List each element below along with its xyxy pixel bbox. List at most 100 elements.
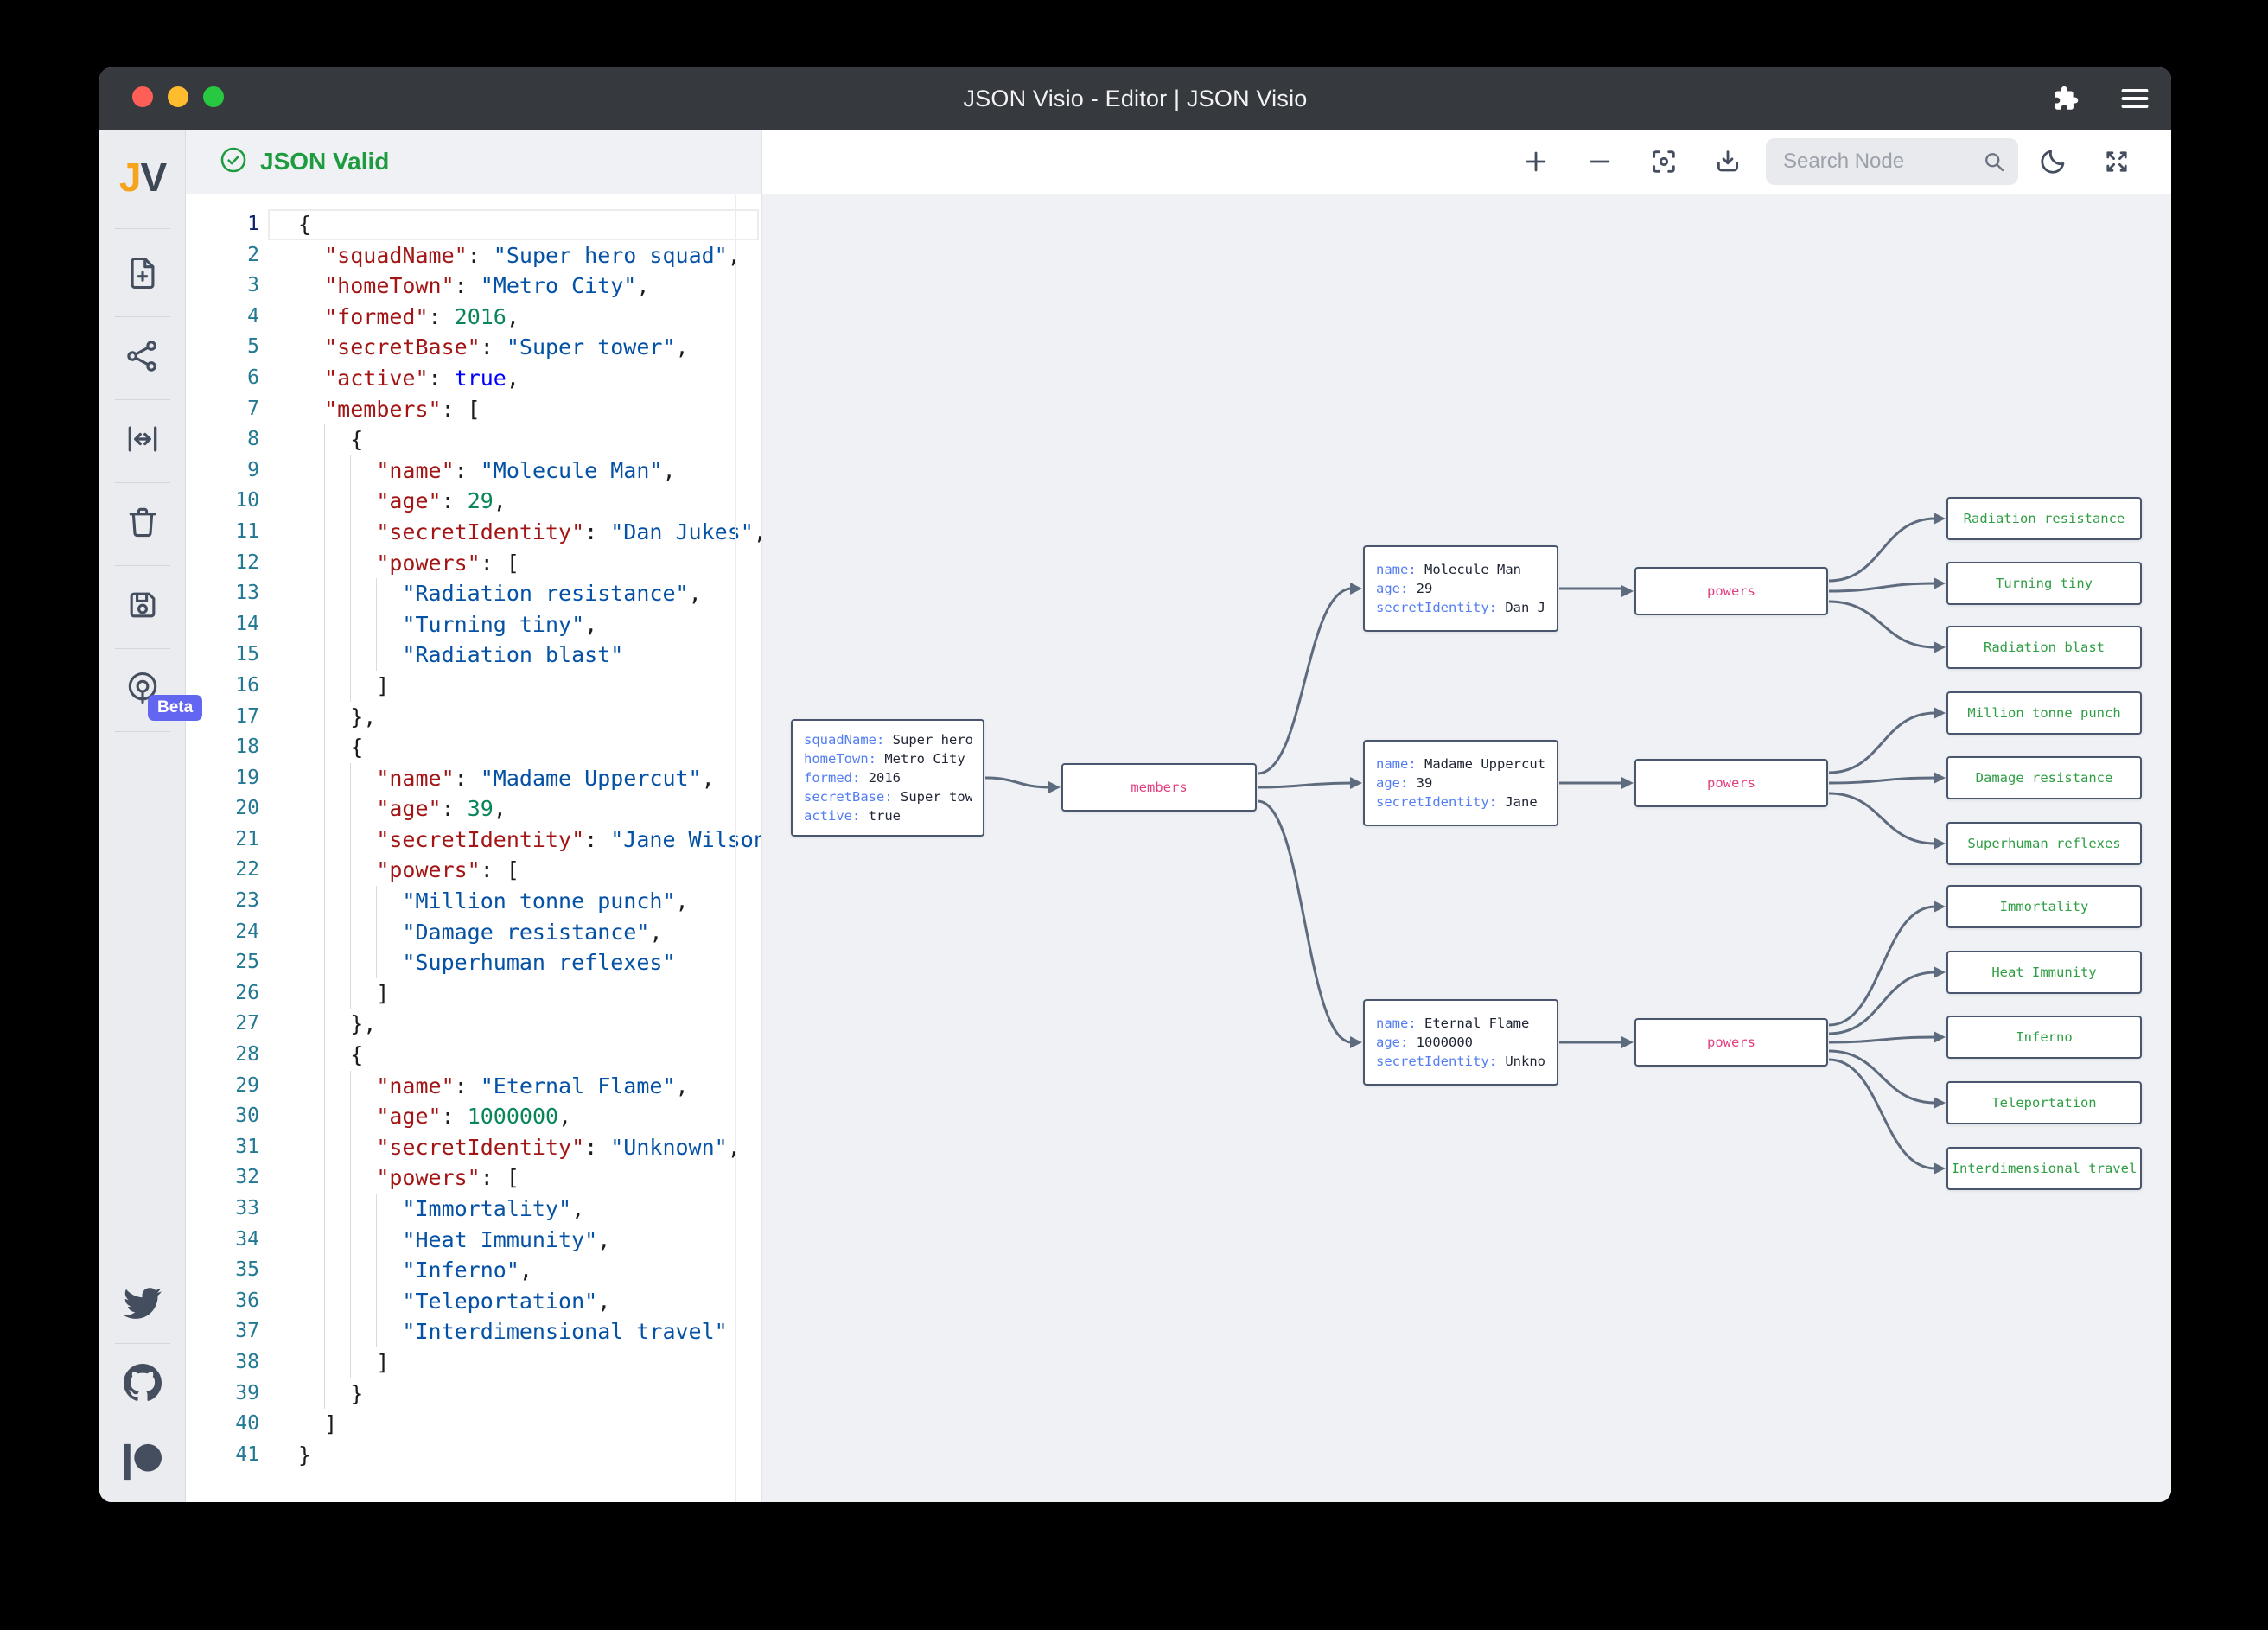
graph-node-million-tonne-punch[interactable]: Million tonne punch [1946,691,2142,735]
edge-arrowhead [1048,781,1061,793]
editor-header: JSON Valid [186,130,761,194]
search-input[interactable] [1766,138,2018,185]
new-document-button[interactable] [122,254,163,296]
edge-arrowhead [1350,583,1362,595]
node-value: Jane … [1505,794,1545,810]
patreon-icon [124,1443,162,1481]
editor-line: 8 { [186,424,761,455]
node-key: secretIdentity: [1376,794,1497,810]
line-number: 12 [235,551,259,574]
node-value: 1000000 [1416,1035,1473,1050]
line-number: 26 [235,981,259,1004]
indent-guide [350,1347,352,1378]
graph-node-superhuman-reflexes[interactable]: Superhuman reflexes [1946,822,2142,865]
zoom-in-button[interactable] [1520,146,1551,177]
indent-guide [324,1378,326,1410]
minimize-button[interactable] [168,86,188,107]
graph-node-powers-2[interactable]: powers [1634,759,1828,807]
graph-node-teleportation[interactable]: Teleportation [1946,1081,2142,1124]
edge-arrowhead [1934,1031,1946,1043]
graph-canvas[interactable]: squadName: Super hero…homeTown: Metro Ci… [762,195,2171,1502]
node-label: Teleportation [1991,1095,2097,1111]
editor-line: 18 { [186,732,761,763]
editor-line: 1{ [186,209,761,240]
indent-guide [324,640,326,671]
graph-edge [1828,1049,1936,1105]
indent-guide [324,670,326,702]
download-button[interactable] [1712,146,1743,177]
editor-line: 12 "powers": [ [186,547,761,579]
center-view-button[interactable] [1648,146,1679,177]
graph-node-radiation-blast[interactable]: Radiation blast [1946,626,2142,669]
edge-arrowhead [1934,1162,1946,1175]
dark-mode-button[interactable] [2037,146,2068,177]
json-editor-panel[interactable]: JSON Valid 1{2 "squadName": "Super hero … [186,130,762,1502]
close-button[interactable] [132,86,153,107]
node-label: Turning tiny [1996,576,2093,591]
line-number: 7 [247,397,259,420]
file-plus-icon [124,254,162,296]
node-value: 2016 [868,770,901,786]
editor-line: 32 "powers": [ [186,1162,761,1194]
graph-node-powers-3[interactable]: powers [1634,1018,1828,1067]
indent-guide [324,516,326,548]
code-area[interactable]: 1{2 "squadName": "Super hero squad",3 "h… [186,195,761,1502]
indent-guide [376,947,378,978]
graph-node-root[interactable]: squadName: Super hero…homeTown: Metro Ci… [791,719,984,837]
save-button[interactable] [122,586,163,627]
graph-node-members[interactable]: members [1061,763,1257,812]
graph-node-turning-tiny[interactable]: Turning tiny [1946,562,2142,605]
jv-logo[interactable]: JV [118,155,167,200]
indent-guide [376,1316,378,1347]
indent-guide [324,1316,326,1347]
node-label: Radiation blast [1984,640,2105,655]
indent-guide [350,886,352,917]
editor-line: 3 "homeTown": "Metro City", [186,271,761,302]
patreon-button[interactable] [122,1442,163,1483]
line-number: 39 [235,1381,259,1404]
twitter-icon [124,1284,162,1322]
zoom-window-button[interactable] [203,86,224,107]
graph-node-immortality[interactable]: Immortality [1946,885,2142,928]
node-label: Interdimensional travel [1951,1161,2137,1176]
zoom-out-button[interactable] [1584,146,1615,177]
indent-guide [350,1070,352,1102]
indent-guide [324,701,326,733]
menu-icon[interactable] [2119,86,2150,111]
graph-edge [1828,711,1936,774]
node-key: homeTown: [804,751,876,767]
fit-width-button[interactable] [122,420,163,462]
node-value: Madame Uppercut [1424,756,1545,772]
edge-arrowhead [1934,837,1946,850]
editor-line: 40 ] [186,1409,761,1440]
graph-node-powers-1[interactable]: powers [1634,567,1828,615]
indent-guide [324,578,326,609]
indent-guide [350,824,352,856]
graph-node-heat-immunity[interactable]: Heat Immunity [1946,951,2142,994]
editor-line: 13 "Radiation resistance", [186,578,761,609]
indent-guide [350,547,352,579]
fullscreen-button[interactable] [2101,146,2132,177]
graph-node-radiation-resistance[interactable]: Radiation resistance [1946,497,2142,540]
graph-edge [1828,600,1936,649]
search-icon [1982,150,2006,178]
graph-node-inferno[interactable]: Inferno [1946,1016,2142,1059]
indent-guide [376,886,378,917]
visualize-button[interactable] [122,337,163,379]
node-value: Super tow… [901,789,972,805]
node-key: name: [1376,1016,1417,1031]
twitter-button[interactable] [122,1283,163,1324]
api-button[interactable]: Beta [122,669,203,721]
graph-node-interdimensional-travel[interactable]: Interdimensional travel [1946,1147,2142,1190]
graph-node-damage-resistance[interactable]: Damage resistance [1946,756,2142,799]
line-number: 37 [235,1320,259,1343]
github-button[interactable] [122,1362,163,1404]
node-key: name: [1376,562,1417,577]
extension-icon[interactable] [2050,84,2080,113]
clear-button[interactable] [122,503,163,544]
edge-arrowhead [1934,1097,1946,1109]
indent-guide [376,1255,378,1286]
